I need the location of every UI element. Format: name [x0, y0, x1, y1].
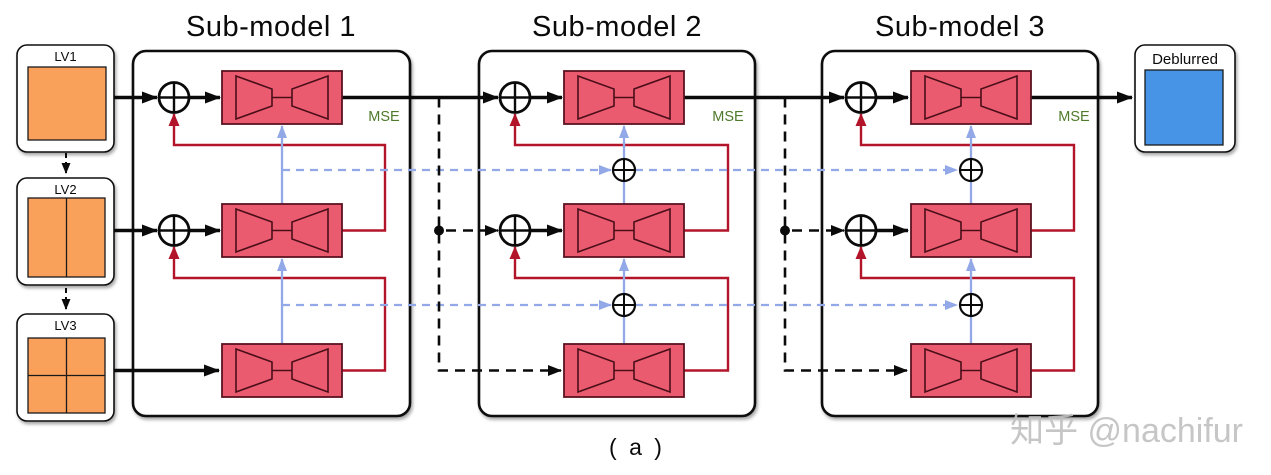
red-link-sm3-bottom-to-mid-sum [855, 246, 1076, 372]
lv3-patch-dividers [28, 338, 105, 413]
feature-sum-node-sm2-lower [611, 292, 637, 318]
figure-caption: ( a ) [609, 434, 665, 460]
lv3-label: LV3 [54, 318, 76, 333]
encoder-decoder-block-sm1-mid [221, 203, 343, 258]
lv1-image [27, 66, 107, 141]
red-link-sm2-mid-to-top-sum [509, 113, 730, 232]
mse-label-sm3: MSE [1058, 109, 1090, 125]
sum-node-sm2-mid [498, 214, 532, 247]
black-dataflow-lines [114, 91, 1133, 377]
encoder-decoder-block-sm1-bottom [221, 343, 343, 398]
blue-skip-connections [282, 165, 958, 310]
dashed-sm2-out-branch-down-to-sm3-bottom [783, 97, 908, 376]
deblurred-label: Deblurred [1152, 51, 1218, 68]
submodel-3-title: Sub-model 3 [875, 11, 1045, 43]
feature-sum-node-sm3-lower [958, 292, 984, 318]
mse-label-sm1: MSE [368, 109, 400, 125]
red-link-sm3-mid-to-top-sum [855, 113, 1076, 232]
lv1-label: LV1 [54, 49, 76, 64]
junction-dot-sm2-sm3 [780, 225, 790, 236]
encoder-decoder-block-sm3-bottom [910, 343, 1032, 398]
blue-feature-connections [277, 125, 976, 344]
red-state-connections [168, 113, 1076, 372]
sum-node-sm2-top [498, 81, 532, 114]
encoder-decoder-block-sm2-bottom [563, 343, 685, 398]
submodel-1-title: Sub-model 1 [186, 11, 356, 43]
encoder-decoder-block-sm2-mid [563, 203, 685, 258]
black-dashed-branches [437, 97, 908, 376]
sum-node-sm1-mid [157, 214, 191, 247]
watermark: 知乎 @nachifur [1010, 412, 1243, 450]
encoder-decoder-block-sm2-top [563, 70, 685, 125]
red-link-sm2-bottom-to-mid-sum [509, 246, 730, 372]
encoder-decoder-block-sm3-mid [910, 203, 1032, 258]
output-deblurred: Deblurred [1134, 44, 1236, 153]
red-link-sm1-mid-to-top-sum [168, 113, 387, 232]
deblurred-image [1144, 69, 1224, 146]
sum-node-sm3-mid [844, 214, 878, 247]
input-lv1: LV1 [16, 44, 115, 153]
input-lv2: LV2 [16, 177, 115, 286]
submodel-2-title: Sub-model 2 [532, 11, 702, 43]
feature-sum-node-sm3-upper [958, 157, 984, 183]
feature-sum-node-sm2-upper [611, 157, 637, 183]
lv2-label: LV2 [54, 182, 76, 197]
sum-node-sm3-top [844, 81, 878, 114]
mse-label-sm2: MSE [712, 109, 744, 125]
encoder-decoder-block-sm3-top [910, 70, 1032, 125]
junction-dot-sm1-sm2 [434, 225, 444, 236]
input-lv3: LV3 [16, 313, 115, 422]
sum-node-sm1-top [157, 81, 191, 114]
dashed-sm1-out-branch-down-to-sm2-bottom [437, 97, 562, 376]
encoder-decoder-block-sm1-top [221, 70, 343, 125]
red-link-sm1-bottom-to-mid-sum [168, 246, 387, 372]
